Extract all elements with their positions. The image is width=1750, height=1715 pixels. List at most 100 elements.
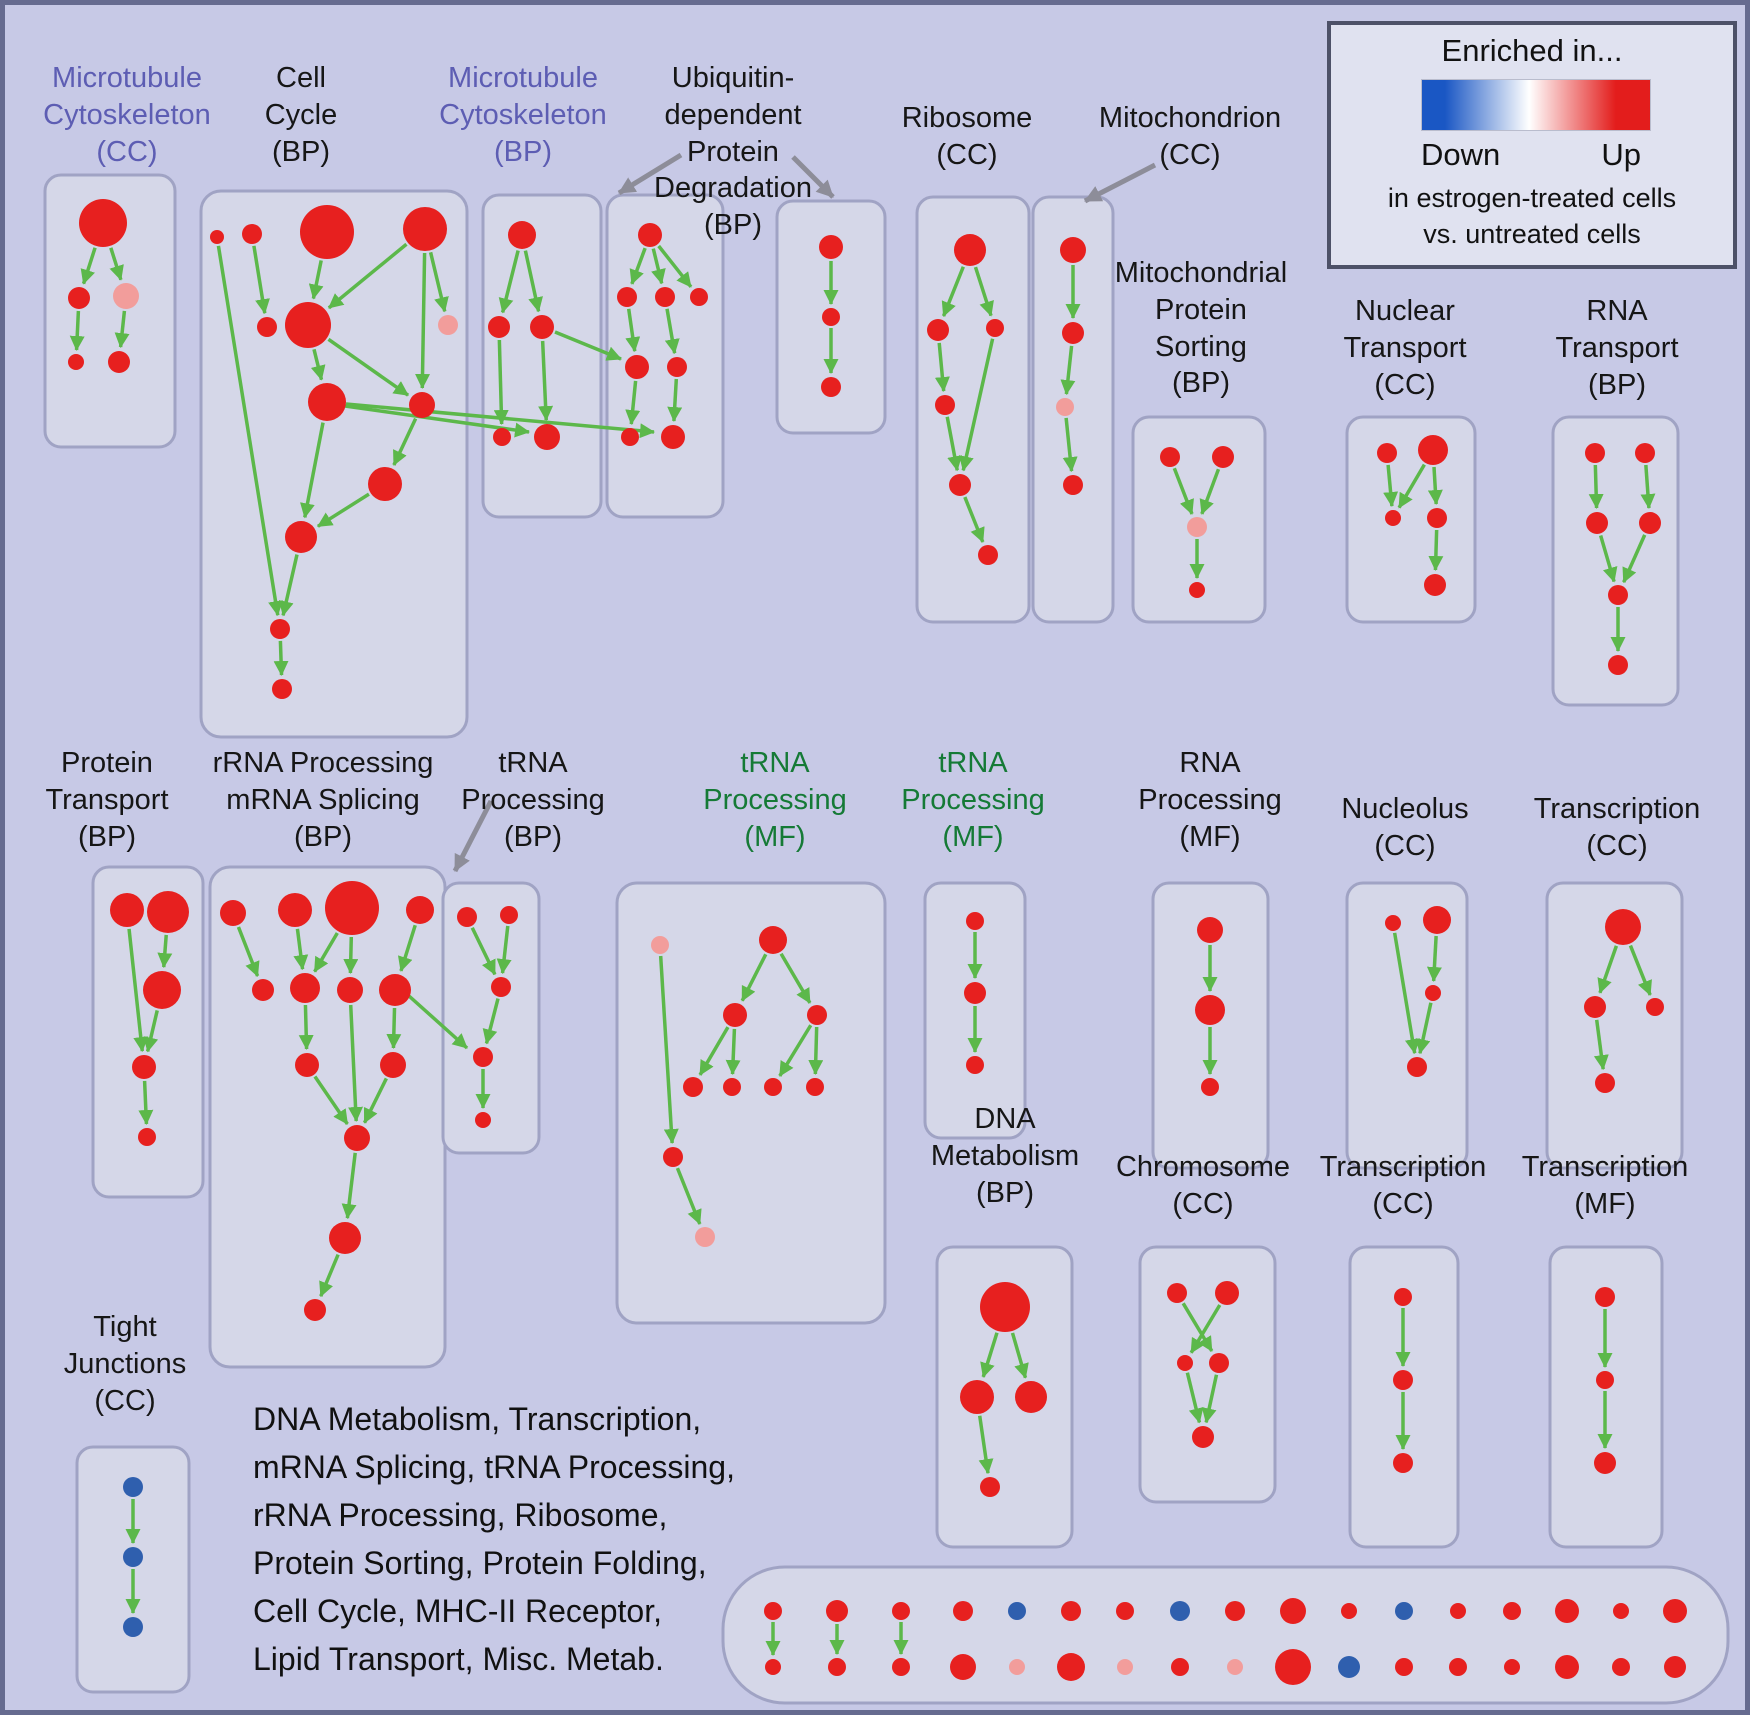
go-term-node[interactable] [819,235,843,259]
go-term-node[interactable] [457,907,477,927]
go-term-node[interactable] [1280,1598,1306,1624]
go-term-node[interactable] [138,1128,156,1146]
go-term-node[interactable] [1395,1602,1413,1620]
go-term-node[interactable] [806,1078,824,1096]
go-term-node[interactable] [304,1299,326,1321]
go-term-node[interactable] [406,896,434,924]
go-term-node[interactable] [1009,1659,1025,1675]
go-term-node[interactable] [368,467,402,501]
go-term-node[interactable] [123,1477,143,1497]
go-term-node[interactable] [79,199,127,247]
go-term-node[interactable] [1056,398,1074,416]
go-term-node[interactable] [1062,322,1084,344]
go-term-node[interactable] [508,221,536,249]
go-term-node[interactable] [1394,1288,1412,1306]
go-term-node[interactable] [534,424,560,450]
go-term-node[interactable] [1189,582,1205,598]
go-term-node[interactable] [108,351,130,373]
go-term-node[interactable] [935,395,955,415]
go-term-node[interactable] [1613,1603,1629,1619]
go-term-node[interactable] [270,619,290,639]
go-term-node[interactable] [927,319,949,341]
go-term-node[interactable] [242,224,262,244]
go-term-node[interactable] [1584,996,1606,1018]
go-term-node[interactable] [822,308,840,326]
go-term-node[interactable] [325,881,379,935]
go-term-node[interactable] [1167,1283,1187,1303]
go-term-node[interactable] [1635,443,1655,463]
go-term-node[interactable] [964,982,986,1004]
go-term-node[interactable] [1555,1655,1579,1679]
go-term-node[interactable] [491,977,511,997]
go-term-node[interactable] [329,1222,361,1254]
go-term-node[interactable] [252,979,274,1001]
go-term-node[interactable] [966,912,984,930]
go-term-node[interactable] [1212,446,1234,468]
go-term-node[interactable] [308,383,346,421]
go-term-node[interactable] [1594,1452,1616,1474]
go-term-node[interactable] [1663,1599,1687,1623]
go-term-node[interactable] [1385,915,1401,931]
go-term-node[interactable] [210,230,224,244]
go-term-node[interactable] [1160,447,1180,467]
go-term-node[interactable] [1275,1649,1311,1685]
go-term-node[interactable] [892,1602,910,1620]
go-term-node[interactable] [765,1659,781,1675]
go-term-node[interactable] [1393,1453,1413,1473]
go-term-node[interactable] [1215,1281,1239,1305]
go-term-node[interactable] [949,474,971,496]
go-term-node[interactable] [147,891,189,933]
go-term-node[interactable] [68,354,84,370]
go-term-node[interactable] [1504,1659,1520,1675]
go-term-node[interactable] [661,425,685,449]
go-term-node[interactable] [290,973,320,1003]
go-term-node[interactable] [1192,1426,1214,1448]
go-term-node[interactable] [278,893,312,927]
go-term-node[interactable] [473,1047,493,1067]
go-term-node[interactable] [1427,508,1447,528]
go-term-node[interactable] [980,1477,1000,1497]
go-term-node[interactable] [68,287,90,309]
go-term-node[interactable] [1177,1355,1193,1371]
go-term-node[interactable] [1201,1078,1219,1096]
go-term-node[interactable] [1608,655,1628,675]
go-term-node[interactable] [1585,443,1605,463]
go-term-node[interactable] [1015,1381,1047,1413]
go-term-node[interactable] [1116,1602,1134,1620]
go-term-node[interactable] [1555,1599,1579,1623]
go-term-node[interactable] [954,234,986,266]
go-term-node[interactable] [1063,475,1083,495]
go-term-node[interactable] [826,1600,848,1622]
go-term-node[interactable] [690,288,708,306]
go-term-node[interactable] [667,357,687,377]
go-term-node[interactable] [344,1125,370,1151]
go-term-node[interactable] [683,1077,703,1097]
go-term-node[interactable] [966,1056,984,1074]
go-term-node[interactable] [828,1658,846,1676]
go-term-node[interactable] [978,545,998,565]
go-term-node[interactable] [1393,1370,1413,1390]
go-term-node[interactable] [110,893,144,927]
go-term-node[interactable] [960,1380,994,1414]
go-term-node[interactable] [1061,1601,1081,1621]
go-term-node[interactable] [1664,1656,1686,1678]
go-term-node[interactable] [625,355,649,379]
go-term-node[interactable] [1449,1658,1467,1676]
go-term-node[interactable] [1170,1601,1190,1621]
go-term-node[interactable] [655,287,675,307]
go-term-node[interactable] [759,926,787,954]
go-term-node[interactable] [1197,917,1223,943]
go-term-node[interactable] [493,428,511,446]
go-term-node[interactable] [1377,443,1397,463]
go-term-node[interactable] [1195,995,1225,1025]
go-term-node[interactable] [1596,1371,1614,1389]
go-term-node[interactable] [1595,1287,1615,1307]
go-term-node[interactable] [695,1227,715,1247]
go-term-node[interactable] [723,1003,747,1027]
go-term-node[interactable] [220,900,246,926]
go-term-node[interactable] [1338,1656,1360,1678]
go-term-node[interactable] [285,521,317,553]
go-term-node[interactable] [438,315,458,335]
go-term-node[interactable] [113,283,139,309]
go-term-node[interactable] [1425,985,1441,1001]
